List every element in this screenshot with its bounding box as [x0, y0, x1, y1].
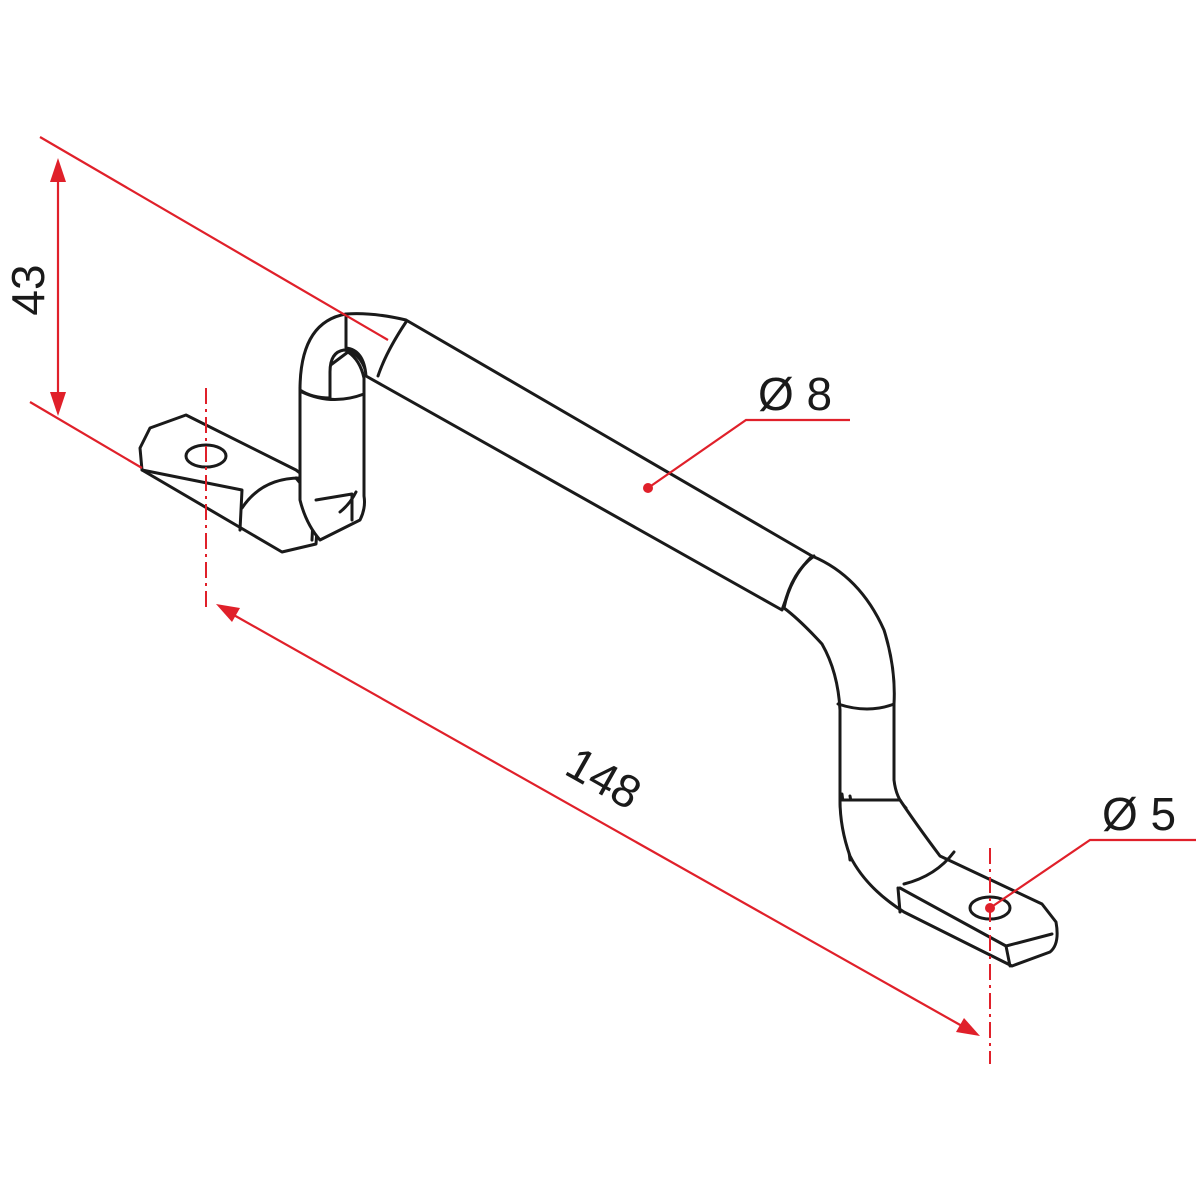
handle-part — [138, 312, 1059, 968]
dimension-layer: 43 148 Ø 8 Ø 5 — [2, 136, 1196, 1064]
length-arrow-right — [956, 1018, 980, 1036]
tube-diameter-label: Ø 8 — [758, 368, 832, 420]
left-foot — [138, 413, 322, 554]
tube-diameter-leader — [647, 418, 850, 489]
height-dimension-label: 43 — [2, 264, 54, 315]
length-dimension-line — [231, 613, 963, 1027]
hole-diameter-label: Ø 5 — [1102, 788, 1176, 840]
length-arrow-left — [216, 604, 240, 622]
height-extension-line-bottom — [29, 401, 143, 469]
hole-diameter-leader — [989, 838, 1196, 909]
height-arrow-bottom — [50, 392, 66, 416]
right-foot — [838, 798, 1059, 968]
main-tube — [344, 312, 814, 612]
length-dimension-label: 148 — [558, 737, 650, 820]
height-extension-line-top — [39, 136, 389, 341]
height-arrow-top — [50, 158, 66, 182]
